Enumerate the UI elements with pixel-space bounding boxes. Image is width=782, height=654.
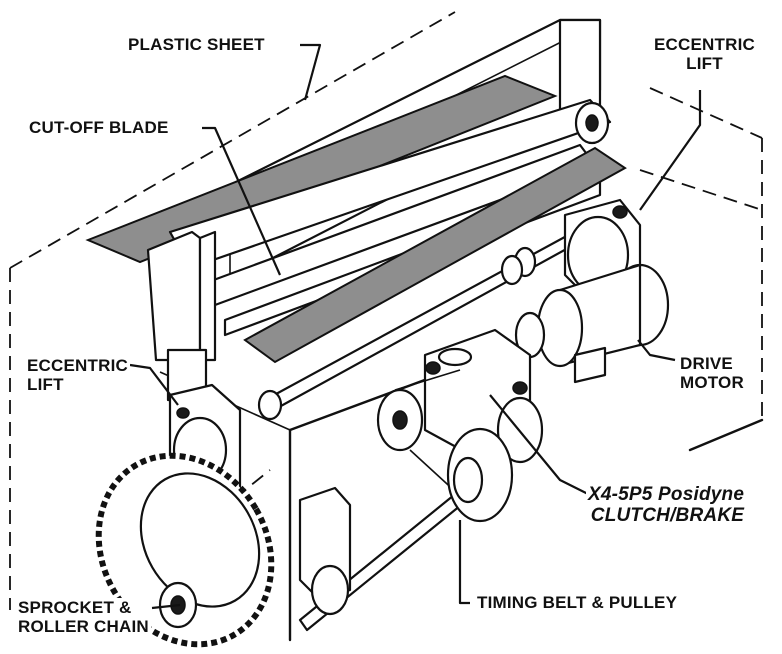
label-sprocket-roller-chain: SPROCKET & ROLLER CHAIN [16, 598, 151, 637]
label-drive-motor: DRIVE MOTOR [678, 354, 746, 393]
plastic-sheet [85, 74, 558, 264]
label-product-model: X4-5P5 Posidyne [588, 484, 745, 505]
label-drive-motor-line2: MOTOR [680, 373, 744, 393]
label-eccentric-lift-right-line1: ECCENTRIC [654, 35, 755, 54]
drive-motor-part [514, 263, 670, 384]
label-product-type: CLUTCH/BRAKE [590, 504, 745, 526]
timing-belt-part [376, 369, 514, 523]
label-sprocket-line2: ROLLER CHAIN [18, 617, 149, 637]
label-drive-motor-line1: DRIVE [680, 354, 733, 373]
label-timing-belt-pulley: TIMING BELT & PULLEY [475, 593, 680, 613]
left-upright [146, 230, 217, 402]
shaft-couplings [257, 246, 537, 421]
plastic-sheet-lower [243, 146, 627, 364]
label-eccentric-lift-left-line2: LIFT [27, 375, 64, 395]
lower-bearing [298, 486, 352, 616]
label-plastic-sheet: PLASTIC SHEET [126, 35, 267, 55]
sprocket-roller-chain-part [95, 452, 275, 648]
label-clutch-brake: X4-5P5 Posidyne CLUTCH/BRAKE [586, 484, 747, 527]
label-eccentric-lift-right-line2: LIFT [686, 54, 723, 74]
right-top-bearing [574, 101, 610, 145]
label-eccentric-lift-left-line1: ECCENTRIC [27, 356, 128, 375]
label-eccentric-lift-right: ECCENTRIC LIFT [652, 35, 757, 74]
label-sprocket-line1: SPROCKET & [18, 598, 132, 617]
label-eccentric-lift-left: ECCENTRIC LIFT [25, 356, 130, 395]
label-cut-off-blade: CUT-OFF BLADE [27, 118, 171, 138]
